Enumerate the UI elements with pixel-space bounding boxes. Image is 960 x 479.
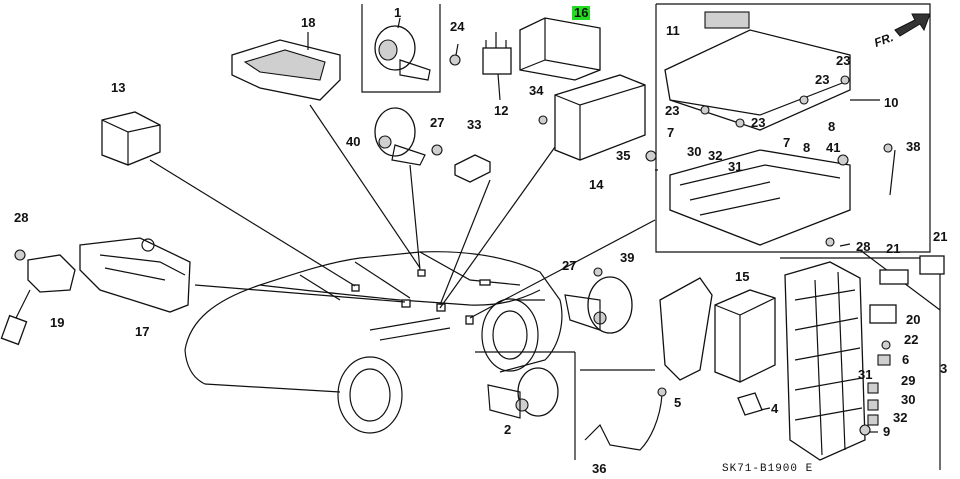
bolt-35 <box>645 150 657 162</box>
callout-31a: 31 <box>728 159 743 174</box>
callout-13: 13 <box>111 80 126 95</box>
callout-28a: 28 <box>14 210 29 225</box>
relay-12 <box>482 32 512 101</box>
callout-32b: 32 <box>893 410 908 425</box>
horn-39 <box>564 267 633 334</box>
callout-28b: 28 <box>856 239 871 254</box>
callout-23d: 23 <box>751 115 766 130</box>
callout-11: 11 <box>666 23 680 38</box>
callout-6: 6 <box>902 352 910 367</box>
relay-16 <box>519 17 601 81</box>
cover-5 <box>659 277 713 381</box>
callout-32a: 32 <box>708 148 723 163</box>
callout-23a: 23 <box>836 53 851 68</box>
horn-group-border <box>361 4 441 93</box>
fuse-box-10 <box>664 11 893 246</box>
callout-19: 19 <box>50 315 65 330</box>
callout-4: 4 <box>771 401 779 416</box>
callout-5: 5 <box>674 395 682 410</box>
module-15 <box>714 289 776 383</box>
callout-22: 22 <box>904 332 919 347</box>
callout-1: 1 <box>394 5 402 20</box>
fuse-panel-3 <box>784 237 945 461</box>
callout-12: 12 <box>494 103 509 118</box>
part-13 <box>101 111 161 166</box>
callout-34: 34 <box>529 83 544 98</box>
callout-7a: 7 <box>667 125 675 140</box>
callout-33: 33 <box>467 117 482 132</box>
part-18 <box>231 32 341 101</box>
callout-21a: 21 <box>886 241 901 256</box>
callout-10: 10 <box>884 95 899 110</box>
bolt-27 <box>431 144 443 156</box>
callout-8b: 8 <box>828 119 836 134</box>
callout-27b: 27 <box>562 258 577 273</box>
callout-20: 20 <box>906 312 921 327</box>
sensor-19 <box>0 249 76 346</box>
horn-40 <box>374 107 426 166</box>
callout-35: 35 <box>616 148 631 163</box>
fuse-box-group-border <box>655 3 931 253</box>
callout-15: 15 <box>735 269 750 284</box>
front-arrow-icon <box>894 13 931 37</box>
callout-39: 39 <box>620 250 635 265</box>
callout-16-highlighted: 16 <box>572 5 591 20</box>
horn-2 <box>487 367 559 419</box>
callout-24: 24 <box>450 19 465 34</box>
bracket-17 <box>79 237 191 313</box>
callout-30b: 30 <box>901 392 916 407</box>
callout-17: 17 <box>135 324 150 339</box>
car-body <box>184 251 563 434</box>
callout-23c: 23 <box>665 103 680 118</box>
bolt-24 <box>449 43 461 66</box>
callout-14: 14 <box>589 177 604 192</box>
diagram-code: SK71-B1900 E <box>722 463 814 475</box>
callout-18: 18 <box>301 15 316 30</box>
callout-31b: 31 <box>858 367 873 382</box>
cable-36 <box>584 387 667 451</box>
callout-8a: 8 <box>803 140 811 155</box>
callout-2: 2 <box>504 422 512 437</box>
callout-29: 29 <box>901 373 916 388</box>
callout-23b: 23 <box>815 72 830 87</box>
clip-4 <box>737 392 763 416</box>
callout-7b: 7 <box>783 135 791 150</box>
callout-30a: 30 <box>687 144 702 159</box>
horn-part-1 <box>374 17 431 81</box>
callout-36: 36 <box>592 461 607 476</box>
callout-41: 41 <box>826 140 841 155</box>
callout-3: 3 <box>940 361 948 376</box>
bolt-34 <box>538 115 548 125</box>
callout-38: 38 <box>906 139 921 154</box>
callout-27a: 27 <box>430 115 445 130</box>
callout-9: 9 <box>883 424 891 439</box>
connector-33 <box>454 154 491 183</box>
part-14 <box>554 74 646 161</box>
callout-40: 40 <box>346 134 361 149</box>
callout-21b: 21 <box>933 229 948 244</box>
